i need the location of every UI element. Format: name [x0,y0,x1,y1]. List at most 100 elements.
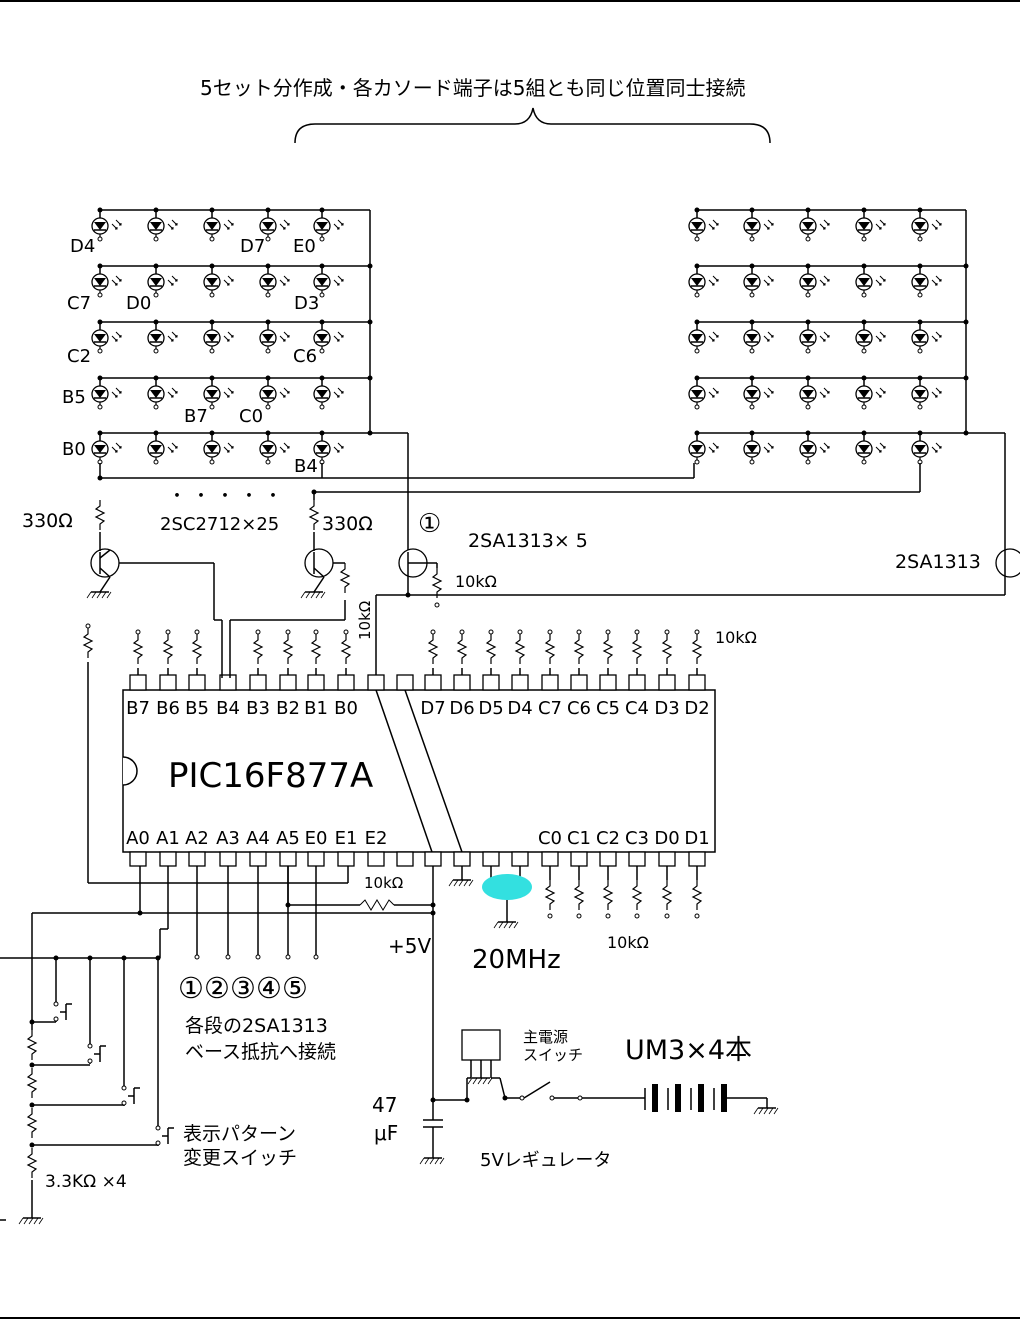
led [799,217,830,242]
led [688,217,719,242]
led [911,329,942,354]
crystal [482,866,532,929]
led-label: C7 [67,293,91,314]
led [313,385,344,410]
led-matrix-left [91,207,370,465]
chip-bottom-pin-label: A0 [126,828,150,849]
chip-bottom-pin-label: A1 [156,828,180,849]
chip-top-pin-label: C5 [596,698,620,719]
led-label: C6 [293,346,317,367]
led [855,329,886,354]
led [911,385,942,410]
chip-top-pin-label: D3 [654,698,679,719]
led [147,273,178,298]
led [688,273,719,298]
pattern-switch[interactable] [121,1085,140,1106]
main-switch[interactable] [505,1081,645,1101]
led [203,329,234,354]
chip-top-pin-label: C6 [567,698,591,719]
led [91,440,122,465]
led-label: D4 [70,236,95,257]
battery-label: UM3×4本 [625,1035,752,1066]
chip-top-pin-label: B1 [304,698,328,719]
led [688,440,719,465]
led [799,440,830,465]
pnp-transistor-label: 2SA1313× 5 [468,530,588,552]
capacitor [419,1100,445,1165]
npn-transistor [300,532,350,599]
led [911,440,942,465]
crystal-label: 20MHz [472,945,561,975]
pattern-switch[interactable] [87,1043,106,1064]
led [203,217,234,242]
led [259,329,290,354]
pattern-switch[interactable] [53,1001,72,1022]
pullup-resistors [133,629,702,675]
led [799,329,830,354]
res-10k-base-label: 10kΩ [455,572,497,591]
chip-name: PIC16F877A [168,756,373,796]
led [147,217,178,242]
led [743,440,774,465]
led [313,217,344,242]
led [313,329,344,354]
led-matrix-right [688,207,966,465]
led-label: C2 [67,346,91,367]
chip-bottom-pin-label: C0 [538,828,562,849]
main-switch-line1: 主電源 [523,1028,568,1046]
resistor-330-label: 330Ω [22,510,73,532]
switch-divider [18,913,174,1225]
led [259,385,290,410]
led-label: C0 [239,406,263,427]
vcc-label: +5V [388,934,431,958]
pattern-switch[interactable] [155,1125,174,1146]
led [91,329,122,354]
chip-top-pin-label: D7 [420,698,445,719]
led [91,385,122,410]
chip-top-pin-label: C7 [538,698,562,719]
led [688,329,719,354]
led [91,273,122,298]
led-label: B0 [62,439,86,460]
led [743,273,774,298]
chip-top-pin-label: B2 [276,698,300,719]
regulator [430,1029,508,1103]
note-base-line2: ベース抵抗へ接続 [185,1041,336,1063]
brace [294,107,771,144]
led [203,273,234,298]
led-label: D0 [126,293,151,314]
led [855,273,886,298]
regulator-label: 5Vレギュレータ [480,1150,611,1171]
pnp-transistor [995,545,1020,595]
led [855,385,886,410]
led [799,385,830,410]
led [743,217,774,242]
pulldown-resistors [545,866,702,919]
circle-one: ① [418,509,441,539]
chip-bottom-pin-label: A2 [185,828,209,849]
res-10k-bottom-right-label: 10kΩ [607,933,649,952]
chip-top-pin-label: B7 [126,698,150,719]
led-label: B5 [62,387,86,408]
led-label: E0 [293,236,316,257]
header-note: 5セット分作成・各カソード端子は5組とも同じ位置同士接続 [200,76,745,100]
led [688,385,719,410]
led [855,217,886,242]
chip-top-pin-label: B5 [185,698,209,719]
battery [644,1084,779,1115]
chip-bottom-pin-label: C1 [567,828,591,849]
led [203,385,234,410]
chip-top-pin-label: B3 [246,698,270,719]
chip-top-pin-label: D6 [449,698,474,719]
led [91,217,122,242]
led [743,385,774,410]
pnp-transistor [376,548,1005,608]
led [911,217,942,242]
chip-top-pin-label: B0 [334,698,358,719]
chip-bottom-pin-label: D0 [654,828,679,849]
led-label: D7 [240,236,265,257]
led [799,273,830,298]
res-10k-vertical-label: 10kΩ [356,601,374,640]
chip-top-pin-label: D2 [684,698,709,719]
